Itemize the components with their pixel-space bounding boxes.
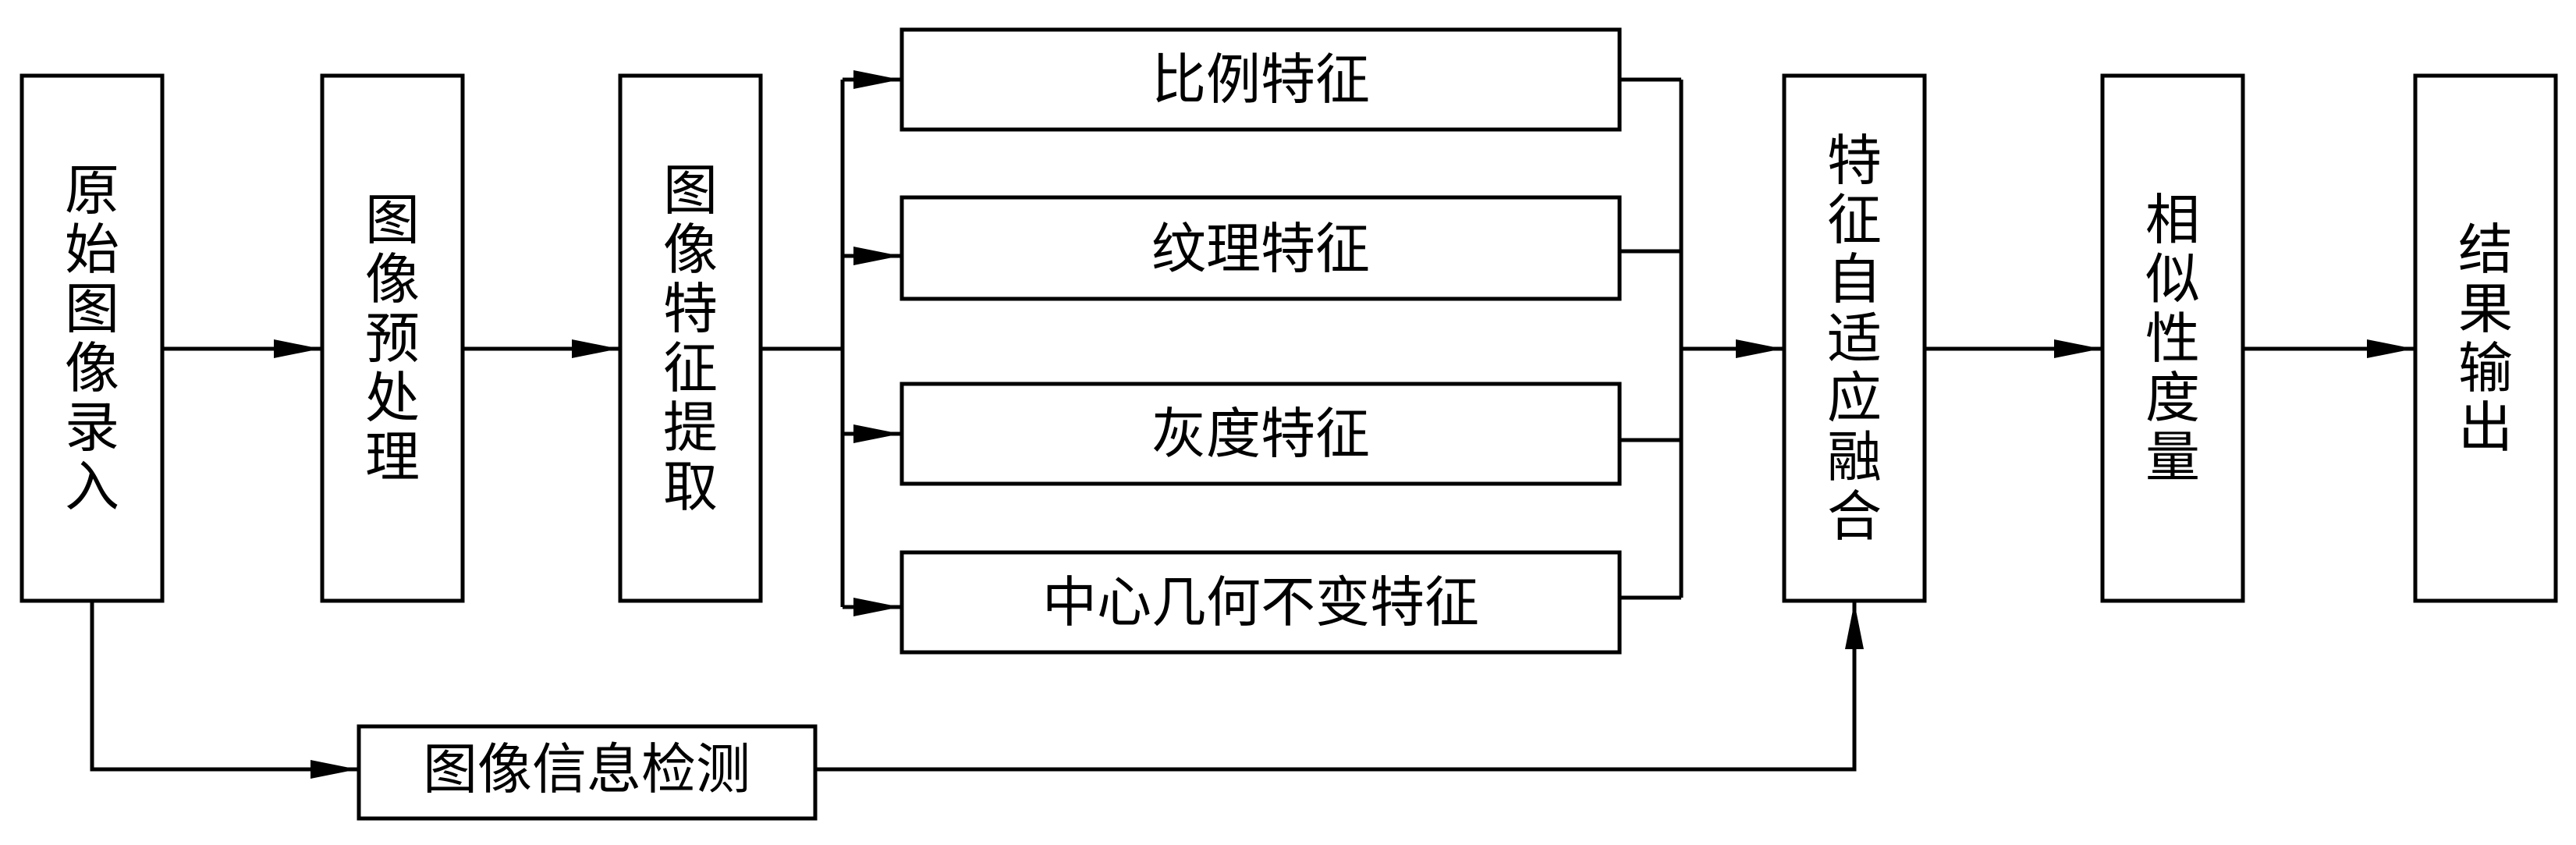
similarity-label: 相似性度量 xyxy=(2145,188,2200,489)
gray-feature-label: 灰度特征 xyxy=(1151,402,1370,466)
connector-input-down xyxy=(90,601,357,779)
gray-feature-box xyxy=(899,382,1622,486)
texture-feature-label: 纹理特征 xyxy=(1151,217,1370,281)
preprocess-label: 图像预处理 xyxy=(365,188,420,489)
center-invariant-feature-box xyxy=(899,550,1622,655)
center-invariant-feature-label: 中心几何不变特征 xyxy=(1042,570,1479,634)
output-box xyxy=(2413,73,2558,603)
info-detect-label: 图像信息检测 xyxy=(423,737,750,801)
extract-box xyxy=(618,73,763,603)
input-label: 原始图像录入 xyxy=(65,158,119,519)
extract-label: 图像特征提取 xyxy=(663,158,718,519)
scale-feature-label: 比例特征 xyxy=(1151,48,1370,112)
connector-info-to-fusion xyxy=(815,602,1864,772)
texture-feature-box xyxy=(899,195,1622,301)
similarity-box xyxy=(2100,73,2245,603)
preprocess-box xyxy=(320,73,465,603)
output-label: 结果输出 xyxy=(2458,218,2513,460)
fusion-box xyxy=(1782,73,1927,603)
info-detect-box xyxy=(357,724,818,821)
fusion-label: 特征自适应融合 xyxy=(1827,129,1882,549)
